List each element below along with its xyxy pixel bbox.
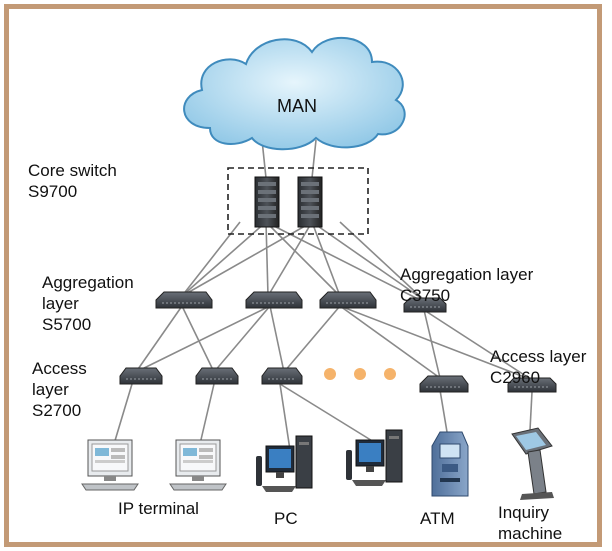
- ip-terminal-label: IP terminal: [118, 499, 199, 518]
- access-switch-2: [195, 367, 239, 385]
- pc-label: PC: [274, 509, 298, 528]
- cloud-label: MAN: [277, 96, 317, 116]
- core-switch-group: [227, 167, 369, 235]
- man-cloud: [183, 36, 406, 151]
- core-switch-label: Core switch S9700: [28, 161, 117, 201]
- aggregation-switch-4: [403, 297, 447, 313]
- aggregation-switch-1: [155, 291, 213, 309]
- pc-icon-2: [346, 429, 403, 486]
- aggregation-switch-2: [245, 291, 303, 309]
- atm-icon: [431, 431, 469, 497]
- network-links: [113, 139, 533, 451]
- ip-terminal-icon: [81, 439, 139, 491]
- aggregation-layer-label-left: Aggregation layer S5700: [42, 273, 134, 334]
- access-switch-5: [507, 377, 557, 393]
- aggregation-layer-label-right: Aggregation layer C3750: [400, 265, 534, 305]
- aggregation-switch-3: [319, 291, 377, 309]
- ip-terminal-icon-2: [169, 439, 227, 491]
- ellipsis-dots: [324, 368, 396, 380]
- access-switch-3: [261, 367, 303, 385]
- access-layer-label-left: Access layer S2700: [32, 359, 87, 420]
- inquiry-machine-label: Inquiry machine: [498, 503, 563, 543]
- core-switch-rack-1: [254, 176, 280, 228]
- inquiry-machine-icon: [511, 427, 554, 500]
- access-layer-label-right: Access layer C2960: [490, 347, 587, 387]
- core-switch-rack-2: [297, 176, 323, 228]
- pc-icon: [256, 435, 313, 492]
- atm-label: ATM: [420, 509, 455, 528]
- access-switch-1: [119, 367, 163, 385]
- access-switch-4: [419, 375, 469, 393]
